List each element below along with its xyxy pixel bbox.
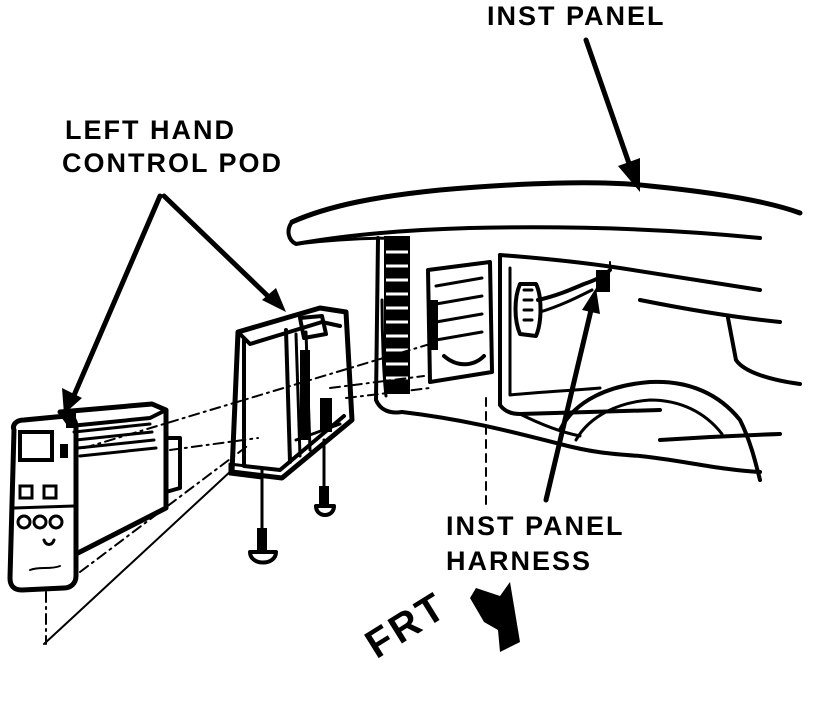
- alignment-lines: [45, 343, 431, 645]
- mounting-screw-lower: [248, 476, 278, 565]
- harness-dashed-reference: [485, 261, 611, 509]
- left-hand-control-pod-label-line1: LEFT HAND: [65, 115, 236, 145]
- instrument-panel-drawing: [286, 180, 803, 482]
- leader-arrows: [43, 37, 640, 645]
- left-hand-control-pod-label-line2: CONTROL POD: [62, 148, 284, 178]
- left-hand-control-pod: [7, 401, 182, 593]
- inst-panel-harness-label-line1: INST PANEL: [446, 511, 625, 541]
- pod-housing-bracket: [228, 305, 355, 481]
- mounting-screw-upper: [314, 438, 336, 517]
- inst-panel-label: INST PANEL: [487, 1, 666, 31]
- front-direction-arrow: [470, 582, 520, 652]
- inst-panel-harness-label-line2: HARNESS: [446, 546, 593, 576]
